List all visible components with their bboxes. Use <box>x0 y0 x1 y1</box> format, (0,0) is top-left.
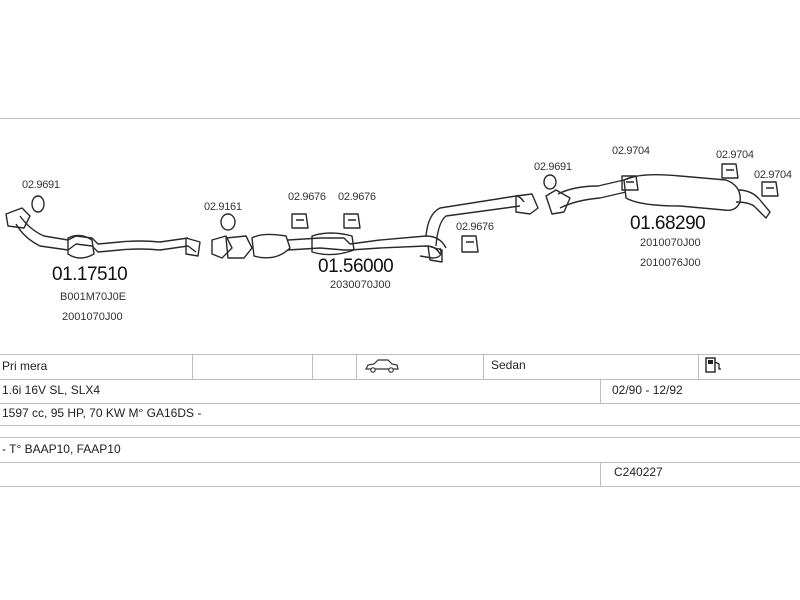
type-cell: - T° BAAP10, FAAP10 <box>2 442 121 456</box>
col-divider-6 <box>600 379 601 403</box>
rear-tailpipe <box>735 189 771 219</box>
front-pipe <box>15 215 197 253</box>
part-number-rubber-4: 02.9704 <box>612 145 650 157</box>
col-divider-5 <box>698 354 699 379</box>
middle-inlet <box>225 235 253 259</box>
rear-pipe <box>557 175 637 209</box>
front-pipe-code-1: B001M70J0E <box>60 291 127 303</box>
col-divider-4 <box>483 354 484 379</box>
part-number-rubber-6: 02.9704 <box>754 169 792 181</box>
years-cell: 02/90 - 12/92 <box>612 383 683 397</box>
table-line-2 <box>0 379 800 380</box>
table-line-1 <box>0 354 800 355</box>
part-number-rubber-1: 02.9676 <box>288 191 326 203</box>
middle-muffler-2 <box>311 232 355 256</box>
part-number-rubber-3: 02.9676 <box>456 221 494 233</box>
fuel-pump-icon <box>704 356 724 379</box>
rubber-mount-1 <box>291 213 309 229</box>
front-pipe-flange <box>5 207 31 229</box>
rubber-mount-6 <box>761 181 779 197</box>
part-number-front-pipe: 01.17510 <box>52 264 128 285</box>
part-number-rubber-5: 02.9704 <box>716 149 754 161</box>
col-divider-2 <box>312 354 313 379</box>
table-line-3 <box>0 403 800 404</box>
part-number-gasket-3: 02.9691 <box>534 161 572 173</box>
col-divider-3 <box>356 354 357 379</box>
table-line-6 <box>0 462 800 463</box>
middle-code-1: 2030070J00 <box>330 279 391 291</box>
part-number-rubber-2: 02.9676 <box>338 191 376 203</box>
exhaust-drawing <box>5 163 779 263</box>
table-line-4 <box>0 425 800 426</box>
car-sedan-icon <box>364 358 400 379</box>
spec-cell: 1597 cc, 95 HP, 70 KW M° GA16DS - <box>2 406 202 420</box>
body-type-cell: Sedan <box>491 358 526 372</box>
front-pipe-resonator <box>67 234 95 259</box>
catalog-code-cell: C240227 <box>614 465 663 479</box>
rear-pipe-flange <box>515 193 539 215</box>
middle-inlet-flange <box>211 235 233 259</box>
front-pipe-code-2: 2001070J00 <box>62 311 123 323</box>
gasket-ring-2 <box>220 213 236 231</box>
engine-cell: 1.6i 16V SL, SLX4 <box>2 383 101 397</box>
col-divider-7 <box>600 462 601 486</box>
gasket-ring-3 <box>543 174 557 190</box>
col-divider-1 <box>192 354 193 379</box>
rubber-mount-2 <box>343 213 361 229</box>
rear-code-2: 2010076J00 <box>640 257 701 269</box>
rubber-mount-4 <box>621 175 639 191</box>
gasket-ring-1 <box>31 195 45 213</box>
diagram-top-border <box>0 118 800 119</box>
model-cell: Pri mera <box>2 359 48 373</box>
table-line-5 <box>0 437 800 438</box>
part-number-gasket-2: 02.9161 <box>204 201 242 213</box>
part-number-gasket-1: 02.9691 <box>22 179 60 191</box>
part-number-middle: 01.56000 <box>318 256 394 277</box>
part-number-rear: 01.68290 <box>630 213 706 234</box>
middle-muffler-1 <box>251 233 291 259</box>
middle-end-flange <box>427 245 443 263</box>
rear-muffler <box>623 173 741 212</box>
table-line-7 <box>0 486 800 487</box>
rubber-mount-3 <box>461 235 479 253</box>
exhaust-system-diagram: 02.9691 01.17510 B001M70J0E 2001070J00 0… <box>5 145 792 323</box>
rubber-mount-5 <box>721 163 739 179</box>
front-pipe-end-flange <box>185 237 201 257</box>
rear-code-1: 2010070J00 <box>640 237 701 249</box>
